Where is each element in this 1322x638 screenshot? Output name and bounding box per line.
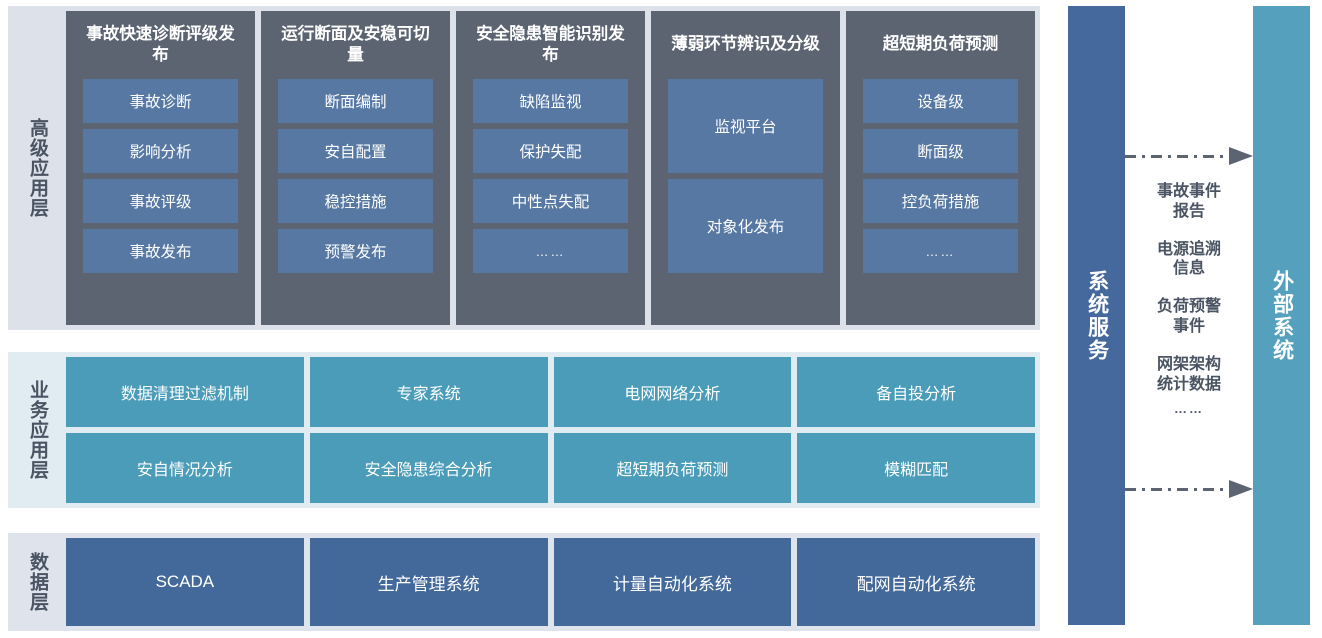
advanced-item[interactable]: 事故评级	[83, 179, 238, 223]
advanced-item[interactable]: 对象化发布	[668, 179, 823, 273]
advanced-card-items: 断面编制 安自配置 稳控措施 预警发布	[278, 79, 433, 311]
advanced-card-items: 设备级 断面级 控负荷措施 ……	[863, 79, 1018, 311]
business-item[interactable]: 备自投分析	[797, 357, 1035, 427]
advanced-card-title: 运行断面及安稳可切量	[281, 24, 430, 64]
advanced-card-section-stability[interactable]: 运行断面及安稳可切量 断面编制 安自配置 稳控措施 预警发布	[261, 11, 450, 325]
flow-label: 负荷预警 事件	[1156, 298, 1221, 336]
business-item[interactable]: 专家系统	[309, 357, 548, 427]
advanced-card-title: 事故快速诊断评级发布	[86, 24, 235, 64]
advanced-card-title: 超短期负荷预测	[882, 35, 999, 54]
data-source-item[interactable]: 生产管理系统	[309, 538, 548, 626]
advanced-item[interactable]: 保护失配	[473, 129, 628, 173]
advanced-item-ellipsis[interactable]: ……	[473, 229, 628, 273]
advanced-item[interactable]: 设备级	[863, 79, 1018, 123]
flow-label: 电源追溯 信息	[1156, 240, 1221, 278]
advanced-card-weak-link-grading[interactable]: 薄弱环节辨识及分级 监视平台 对象化发布	[651, 11, 840, 325]
advanced-item[interactable]: 安自配置	[278, 129, 433, 173]
business-item[interactable]: 安全隐患综合分析	[309, 433, 548, 503]
advanced-item[interactable]: 控负荷措施	[863, 179, 1018, 223]
business-application-layer-body: 数据清理过滤机制 专家系统 电网网络分析 备自投分析 安自情况分析 安全隐患综合…	[66, 352, 1040, 508]
data-source-item[interactable]: 计量自动化系统	[553, 538, 792, 626]
advanced-card-hazard-identification[interactable]: 安全隐患智能识别发布 缺陷监视 保护失配 中性点失配 ……	[456, 11, 645, 325]
advanced-item[interactable]: 预警发布	[278, 229, 433, 273]
business-item[interactable]: 数据清理过滤机制	[66, 357, 304, 427]
arrowhead-right-icon	[1229, 147, 1253, 165]
advanced-application-layer: 高级应用层 事故快速诊断评级发布 事故诊断 影响分析 事故评级 事故发布 运行断…	[8, 6, 1040, 330]
advanced-item[interactable]: 中性点失配	[473, 179, 628, 223]
advanced-item[interactable]: 断面编制	[278, 79, 433, 123]
advanced-item[interactable]: 缺陷监视	[473, 79, 628, 123]
data-source-item[interactable]: SCADA	[66, 538, 304, 626]
advanced-card-items: 事故诊断 影响分析 事故评级 事故发布	[83, 79, 238, 311]
external-system-pillar[interactable]: 外部系统	[1253, 6, 1310, 625]
business-item[interactable]: 电网网络分析	[553, 357, 792, 427]
advanced-card-items: 缺陷监视 保护失配 中性点失配 ……	[473, 79, 628, 311]
system-service-pillar[interactable]: 系统服务	[1068, 6, 1125, 625]
advanced-application-layer-label: 高级应用层	[27, 118, 49, 218]
data-layer: 数据层 SCADA 生产管理系统 计量自动化系统 配网自动化系统	[8, 533, 1040, 631]
advanced-item[interactable]: 稳控措施	[278, 179, 433, 223]
advanced-card-accident-diagnosis[interactable]: 事故快速诊断评级发布 事故诊断 影响分析 事故评级 事故发布	[66, 11, 255, 325]
advanced-application-layer-body: 事故快速诊断评级发布 事故诊断 影响分析 事故评级 事故发布 运行断面及安稳可切…	[66, 6, 1040, 330]
advanced-item[interactable]: 事故诊断	[83, 79, 238, 123]
business-item[interactable]: 超短期负荷预测	[553, 433, 792, 503]
data-layer-body: SCADA 生产管理系统 计量自动化系统 配网自动化系统	[66, 533, 1040, 631]
data-source-item[interactable]: 配网自动化系统	[797, 538, 1035, 626]
advanced-item[interactable]: 事故发布	[83, 229, 238, 273]
advanced-item-ellipsis[interactable]: ……	[863, 229, 1018, 273]
business-item[interactable]: 模糊匹配	[797, 433, 1035, 503]
business-application-layer: 业务应用层 数据清理过滤机制 专家系统 电网网络分析 备自投分析 安自情况分析 …	[8, 352, 1040, 508]
flow-arrow-top-icon	[1125, 145, 1253, 167]
business-application-layer-label: 业务应用层	[27, 380, 49, 480]
flow-label-group: 事故事件 报告 电源追溯 信息 负荷预警 事件 网架架构 统计数据 ……	[1125, 182, 1253, 417]
dashed-line	[1125, 488, 1235, 491]
arrowhead-right-icon	[1229, 480, 1253, 498]
advanced-item[interactable]: 监视平台	[668, 79, 823, 173]
advanced-card-title: 薄弱环节辨识及分级	[671, 35, 820, 54]
flow-label-ellipsis: ……	[1174, 400, 1204, 416]
advanced-item[interactable]: 影响分析	[83, 129, 238, 173]
data-layer-label: 数据层	[27, 552, 49, 612]
advanced-card-ultra-short-term-load-forecast[interactable]: 超短期负荷预测 设备级 断面级 控负荷措施 ……	[846, 11, 1035, 325]
advanced-card-title: 安全隐患智能识别发布	[476, 24, 625, 64]
business-item[interactable]: 安自情况分析	[66, 433, 304, 503]
advanced-item[interactable]: 断面级	[863, 129, 1018, 173]
flow-arrow-bottom-icon	[1125, 478, 1253, 500]
dashed-line	[1125, 155, 1235, 158]
flow-label: 网架架构 统计数据	[1156, 355, 1221, 393]
flow-channel: 事故事件 报告 电源追溯 信息 负荷预警 事件 网架架构 统计数据 ……	[1125, 6, 1253, 625]
flow-label: 事故事件 报告	[1156, 183, 1221, 220]
advanced-card-items: 监视平台 对象化发布	[668, 79, 823, 311]
